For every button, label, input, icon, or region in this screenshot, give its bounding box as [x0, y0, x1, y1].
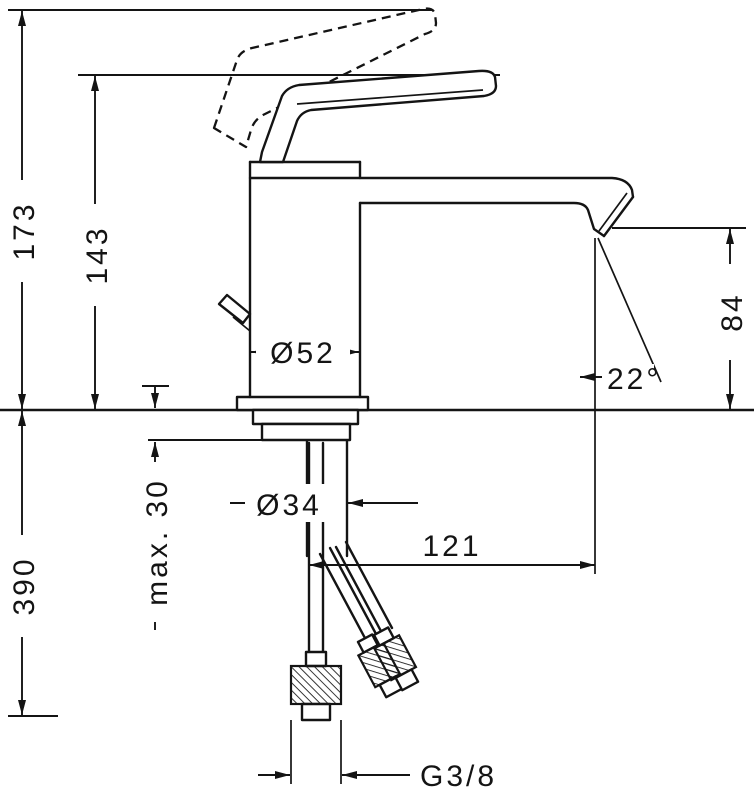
base-plate	[235, 395, 370, 412]
fitting-neck	[304, 650, 328, 668]
label-spout-angle: 22°	[607, 363, 661, 396]
spout-top-edge	[248, 176, 635, 199]
fitting-nut-hatched	[289, 664, 343, 706]
faucet-body	[217, 160, 635, 399]
faucet-base	[148, 395, 370, 442]
hose-angled-2-wall-b	[344, 540, 394, 630]
label-bg-spout-angle	[602, 364, 654, 392]
spout-bottom-edge	[358, 201, 606, 238]
mounting-flange-upper	[251, 408, 360, 426]
fitting-tail	[300, 702, 332, 722]
aerator-line	[598, 192, 628, 232]
hose-fitting-angled-2	[372, 626, 420, 692]
fitting-tail	[394, 668, 420, 692]
hose-angled-1-wall-b	[328, 546, 378, 636]
label-shank-diameter: Ø34	[256, 489, 322, 522]
label-bg-max-30	[137, 462, 175, 622]
reference-lines	[0, 9, 754, 784]
label-connection-thread: G3/8	[420, 760, 497, 793]
label-bg-shank-diameter	[245, 484, 333, 522]
label-bg-173	[4, 180, 42, 282]
side-lever-detail	[217, 293, 252, 325]
hose-fitting-vertical	[289, 650, 343, 722]
hose-angled-2-wall-a	[334, 545, 384, 635]
spout-end-face	[602, 195, 635, 238]
label-below-deck-length: 390	[8, 556, 41, 615]
label-bg-body-diameter	[256, 331, 350, 371]
label-bg-84	[713, 264, 749, 360]
label-bg-390	[4, 535, 42, 637]
handle-raised-dashed	[212, 7, 438, 149]
label-handle-height: 143	[81, 225, 114, 284]
dimension-labels: 173 143 390 max. 30 84 Ø52 Ø34 121 22° G…	[8, 201, 749, 793]
side-lever-detail-line	[232, 316, 251, 332]
below-deck-assembly	[289, 438, 420, 722]
label-body-diameter: Ø52	[270, 337, 336, 370]
label-bg-143	[77, 204, 115, 306]
mounting-flange-lower	[260, 422, 352, 442]
label-max-deck-thickness: max. 30	[141, 478, 174, 606]
spout-angle-line	[597, 237, 662, 383]
handle-group	[212, 7, 498, 164]
label-backgrounds	[4, 180, 749, 637]
label-spout-reach: 121	[422, 530, 481, 563]
handle-detail-line	[296, 89, 484, 105]
label-outlet-height: 84	[716, 292, 749, 331]
handle-rest-position	[258, 69, 498, 164]
label-total-height: 173	[8, 201, 41, 260]
